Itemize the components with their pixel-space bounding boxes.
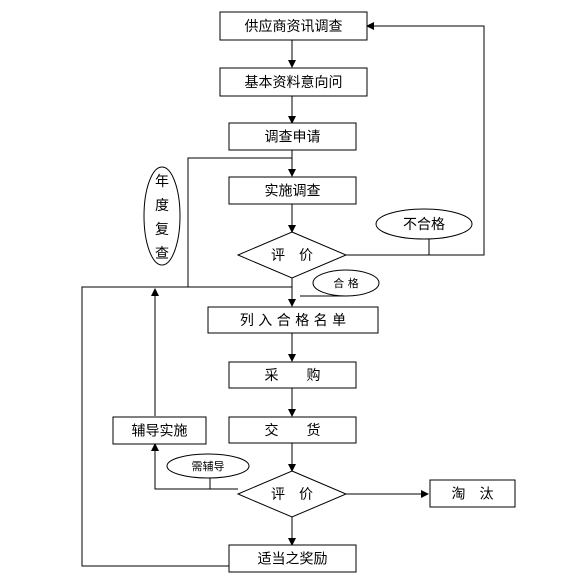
box-purchase-label: 采 购 [265, 368, 321, 384]
decision-evaluate-2: 评 价 [236, 470, 348, 518]
oval-need-coaching: 需辅导 [166, 453, 250, 479]
box-coaching: 辅导实施 [112, 416, 207, 445]
connectors [81, 22, 485, 567]
box-reward-label: 适当之奖励 [258, 551, 328, 568]
box-basic-inquiry: 基本资料意向问 [219, 67, 368, 97]
arrow-unqualified-loop [346, 22, 485, 256]
oval-need-coaching-label: 需辅导 [192, 459, 225, 473]
box-eliminate: 淘 汰 [429, 479, 516, 508]
box-survey-exec: 实施调查 [228, 176, 357, 205]
box-reward: 适当之奖励 [228, 544, 357, 573]
box-survey-apply: 调查申请 [228, 122, 357, 151]
decision-evaluate-1: 评 价 [236, 231, 348, 279]
decision-evaluate-2-label: 评 价 [271, 487, 313, 503]
line-annual-review-loop [187, 157, 292, 287]
box-purchase: 采 购 [228, 361, 357, 389]
oval-unqualified-label: 不合格 [403, 217, 445, 233]
oval-annual-review: 年 度 复 查 [143, 166, 181, 266]
box-supplier-survey-label: 供应商资讯调查 [245, 18, 343, 35]
line-reward-loop [81, 286, 292, 567]
box-survey-apply-label: 调查申请 [265, 130, 321, 146]
box-eliminate-label: 淘 汰 [452, 487, 494, 503]
box-survey-exec-label: 实施调查 [265, 184, 321, 200]
box-delivery: 交 货 [228, 416, 357, 444]
annual-review-char-4: 查 [155, 246, 169, 262]
annual-review-char-3: 复 [155, 221, 169, 238]
decision-evaluate-1-label: 评 价 [271, 248, 313, 264]
oval-unqualified: 不合格 [375, 208, 473, 240]
box-supplier-survey: 供应商资讯调查 [219, 11, 368, 41]
box-qualified-list: 列 入 合 格 名 单 [207, 306, 379, 334]
box-delivery-label: 交 货 [265, 422, 321, 439]
box-qualified-list-label: 列 入 合 格 名 单 [240, 313, 346, 329]
box-coaching-label: 辅导实施 [132, 424, 188, 440]
annual-review-char-2: 度 [155, 198, 169, 214]
oval-qualified: 合 格 [312, 269, 380, 297]
oval-qualified-label: 合 格 [333, 276, 359, 290]
box-basic-inquiry-label: 基本资料意向问 [245, 74, 343, 91]
annual-review-char-1: 年 [155, 174, 169, 190]
